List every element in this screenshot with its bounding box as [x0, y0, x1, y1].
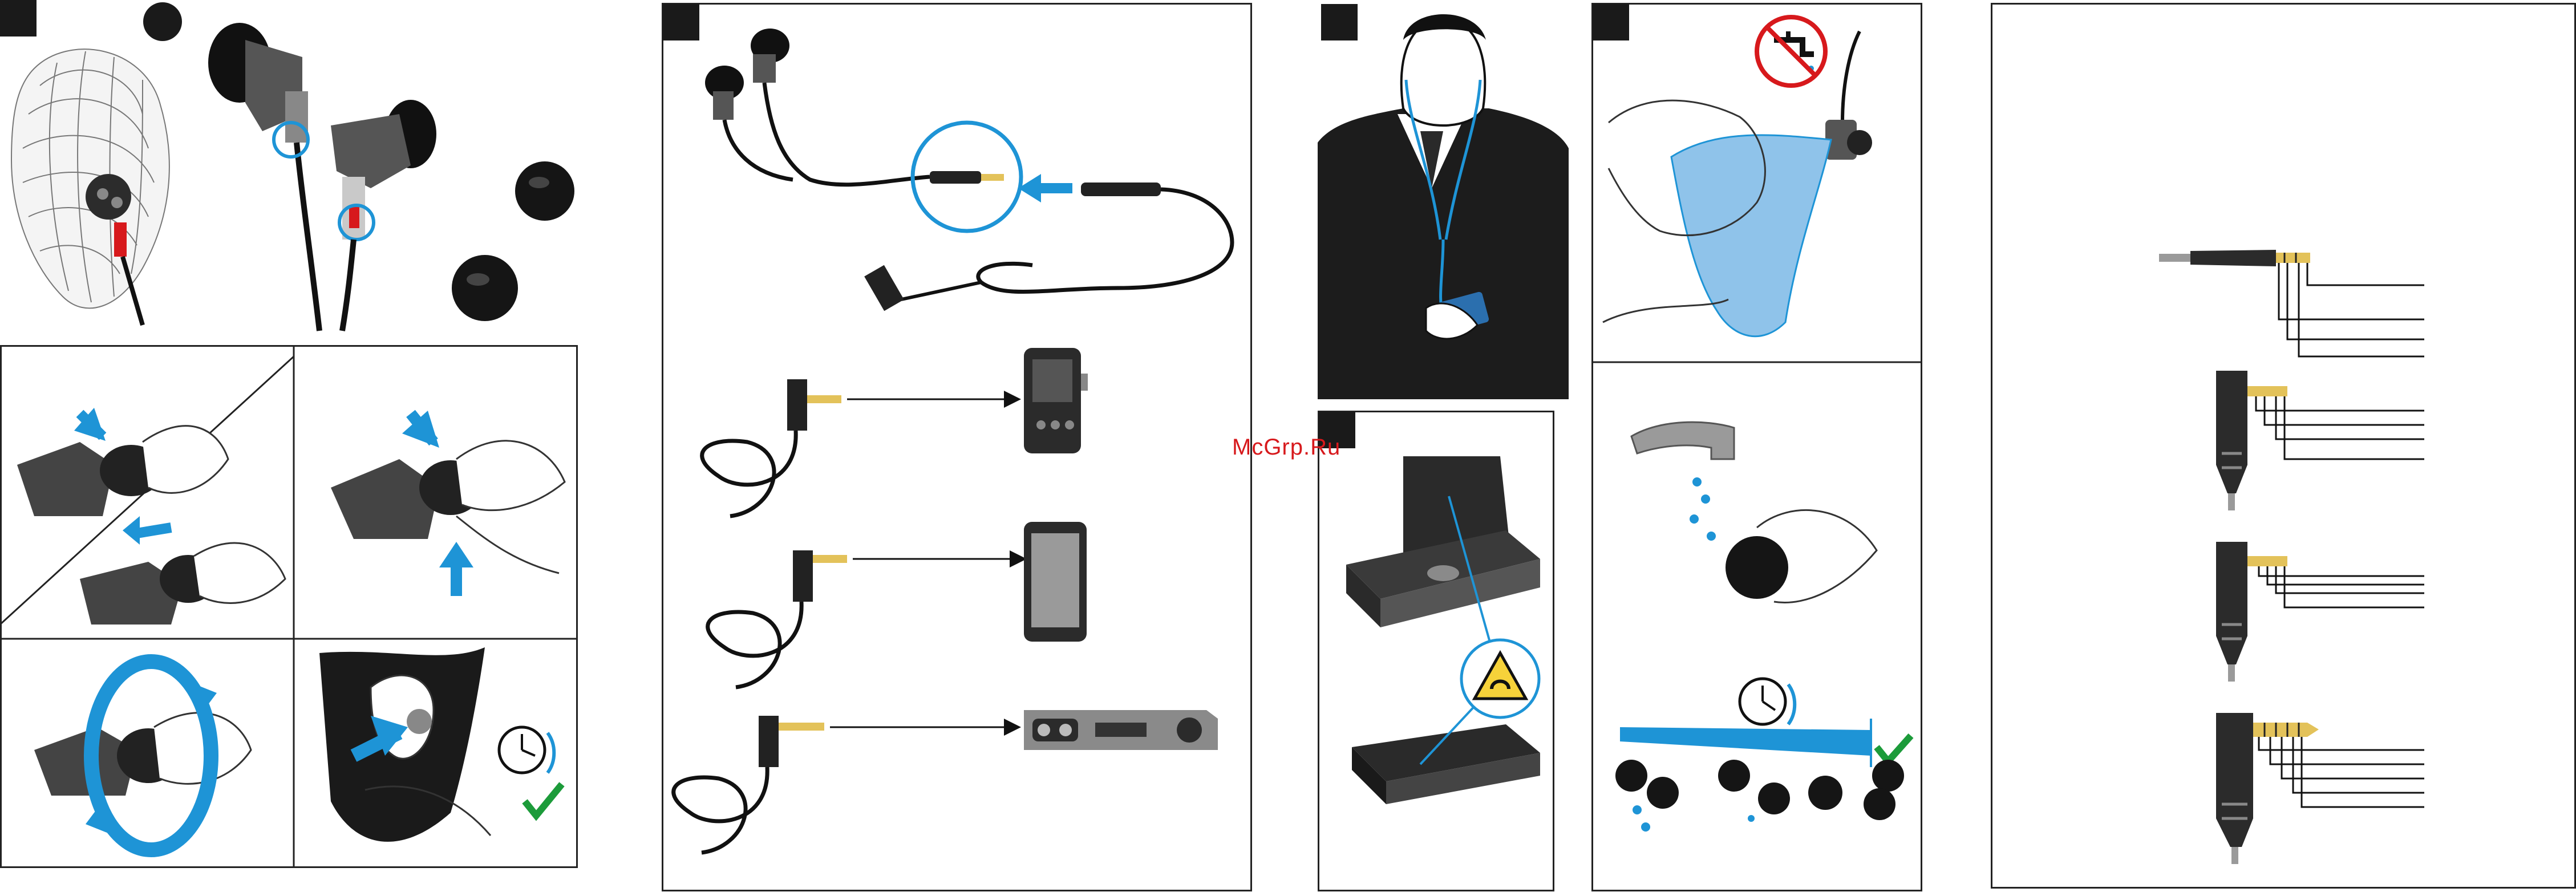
attach-ear-tip-illustration — [17, 408, 285, 625]
carry-case-illustrations — [1318, 411, 1554, 891]
cable-to-amplifier — [674, 710, 1218, 853]
earphone-illustration — [143, 2, 436, 331]
press-ear-tip-illustration — [331, 411, 565, 596]
ear-tip-icon — [143, 2, 182, 41]
magnet-warning-icon — [1461, 640, 1539, 717]
ear-mesh-illustration — [11, 49, 169, 308]
check-icon — [525, 784, 562, 816]
ear-earphone-illustration — [0, 0, 582, 342]
jack-plug-icon — [2216, 542, 2424, 682]
drying-ear-tips — [1615, 760, 1904, 832]
cable-connection-illustrations — [662, 3, 1252, 891]
cleaning-illustrations — [1591, 3, 1922, 891]
jack-plug-icon — [2159, 250, 2424, 356]
clock-icon — [499, 727, 554, 773]
faucet-icon — [1631, 422, 1734, 541]
check-icon — [1877, 736, 1911, 761]
watermark-text: McGrp.Ru — [1232, 435, 1340, 460]
ear-tip-icon — [1726, 536, 1788, 599]
earphone-illustration — [705, 29, 1004, 185]
ear-tip-icon — [452, 161, 574, 321]
no-water-tap-icon — [1757, 17, 1825, 86]
jack-plug-icon — [2216, 713, 2424, 864]
ear-tip-fitting-illustrations — [0, 345, 578, 868]
clock-icon — [1740, 679, 1795, 724]
jack-plug-icon — [1081, 183, 1161, 196]
jack-plug-icon — [2216, 371, 2424, 510]
twist-ear-tip-illustration — [34, 662, 251, 850]
amplifier-icon — [1024, 710, 1218, 750]
person-wearing-earphones — [1318, 0, 1569, 399]
music-player-icon — [1024, 348, 1088, 453]
smartphone-icon — [1024, 522, 1087, 642]
cable-to-music-player — [702, 348, 1088, 516]
cable-to-smartphone — [708, 522, 1087, 687]
connector-types-illustrations — [1991, 3, 2576, 889]
insert-earphone-illustration — [319, 647, 562, 842]
